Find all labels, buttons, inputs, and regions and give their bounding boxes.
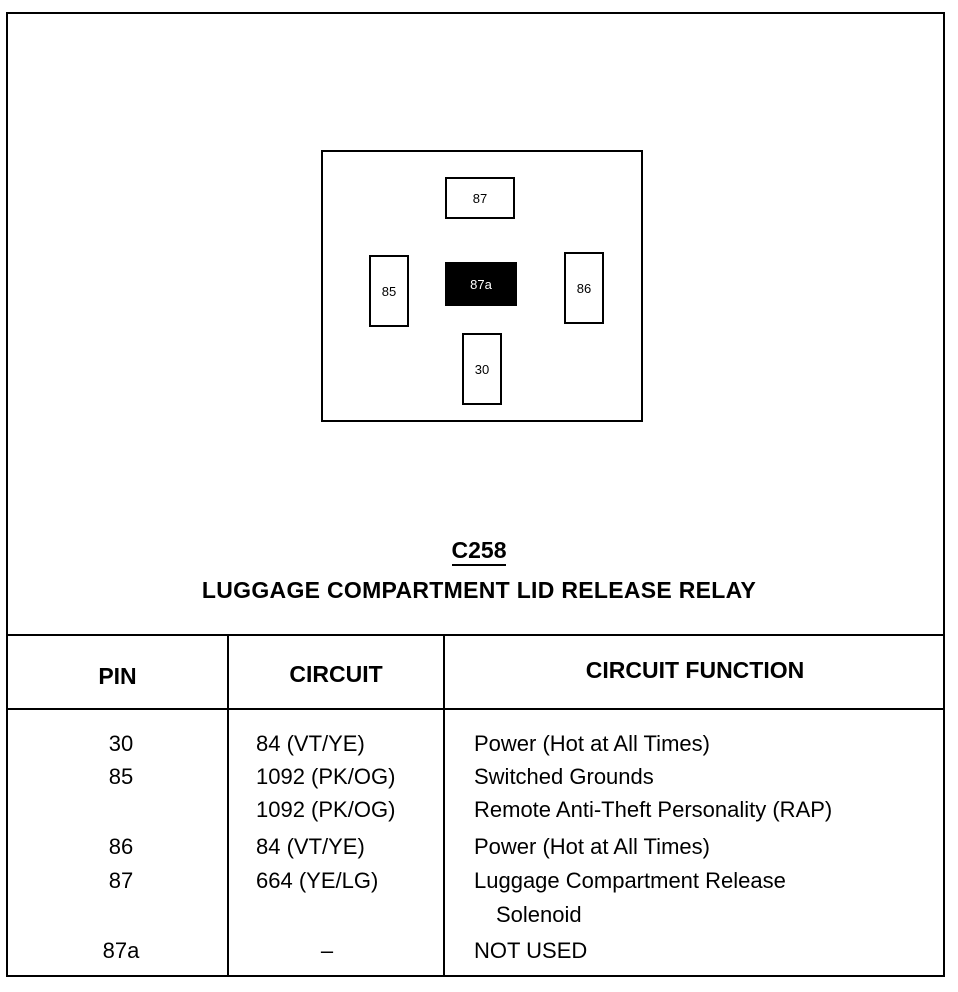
table-cell-function: Power (Hot at All Times): [474, 834, 710, 859]
table-cell-circuit: 1092 (PK/OG): [256, 764, 396, 789]
table-cell-circuit: 664 (YE/LG): [256, 868, 379, 893]
diagram-frame: [6, 12, 945, 977]
table-cell-function: NOT USED: [474, 938, 588, 963]
header-pin: PIN: [98, 663, 137, 689]
table-cell-pin: 87: [108, 868, 134, 893]
table-header-rule: [8, 708, 945, 710]
table-cell-function: Remote Anti-Theft Personality (RAP): [474, 797, 833, 822]
connector-id: C258: [0, 537, 958, 566]
pin-86: 86: [564, 252, 604, 324]
header-circuit: CIRCUIT: [289, 661, 383, 687]
connector-title: LUGGAGE COMPARTMENT LID RELEASE RELAY: [201, 577, 757, 603]
table-cell-pin: 87a: [102, 938, 140, 963]
table-cell-circuit: 1092 (PK/OG): [256, 797, 396, 822]
table-cell-circuit: 84 (VT/YE): [256, 731, 365, 756]
table-col-divider-1: [227, 634, 229, 977]
table-cell-circuit: –: [320, 938, 334, 963]
table-cell-function: Power (Hot at All Times): [474, 731, 710, 756]
connector-face: 87 85 87a 86 30: [321, 150, 643, 422]
table-col-divider-2: [443, 634, 445, 977]
pin-85: 85: [369, 255, 409, 327]
pin-87a: 87a: [445, 262, 517, 306]
table-top-rule: [8, 634, 945, 636]
table-cell-pin: 85: [108, 764, 134, 789]
table-cell-function: Solenoid: [496, 902, 582, 927]
table-cell-pin: 30: [108, 731, 134, 756]
table-cell-circuit: 84 (VT/YE): [256, 834, 365, 859]
table-cell-function: Luggage Compartment Release: [474, 868, 786, 893]
table-cell-function: Switched Grounds: [474, 764, 654, 789]
header-circuit-function: CIRCUIT FUNCTION: [585, 657, 805, 683]
pin-87: 87: [445, 177, 515, 219]
pin-30: 30: [462, 333, 502, 405]
table-cell-pin: 86: [108, 834, 134, 859]
